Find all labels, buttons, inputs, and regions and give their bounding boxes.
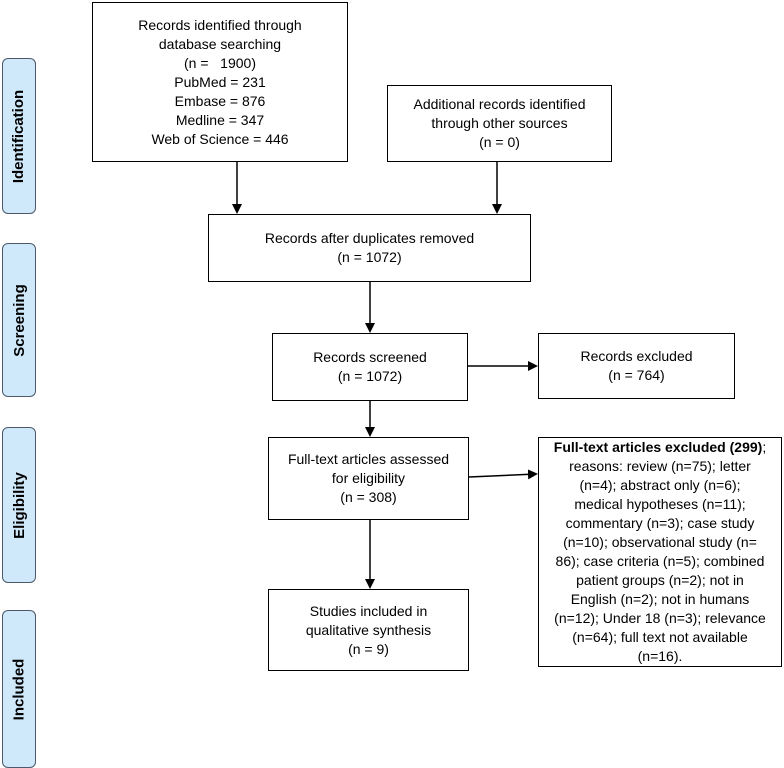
fulltext-assessed-box: Full-text articles assessed for eligibil… bbox=[268, 437, 469, 520]
fulltext-excluded-line: reasons: review (n=75); letter bbox=[569, 458, 751, 474]
arrow-fulltext-to-fulltext-excluded bbox=[468, 469, 538, 480]
phase-eligibility-label: Eligibility bbox=[10, 471, 28, 539]
database-line: Records identified through bbox=[138, 16, 302, 33]
database-line: Medline = 347 bbox=[175, 111, 265, 128]
fulltext-excluded-line: medical hypotheses (n=11); bbox=[574, 496, 746, 512]
database-line: Embase = 876 bbox=[174, 92, 266, 109]
database-search-box: Records identified through database sear… bbox=[92, 2, 348, 162]
records-excluded-line: (n = 764) bbox=[608, 367, 665, 383]
duplicates-removed-line: (n = 1072) bbox=[337, 249, 402, 265]
database-line: PubMed = 231 bbox=[174, 73, 266, 90]
other-sources-line: through other sources bbox=[431, 115, 568, 131]
phase-included-label: Included bbox=[10, 658, 28, 720]
other-sources-line: Additional records identified bbox=[413, 96, 586, 112]
fulltext-excluded-line: commentary (n=3); case study bbox=[565, 515, 755, 531]
fulltext-assessed-line: Full-text articles assessed bbox=[287, 451, 450, 467]
fulltext-excluded-line: (n=64); full text not available bbox=[572, 629, 748, 645]
phase-eligibility: Eligibility bbox=[2, 427, 36, 583]
fulltext-excluded-line: (n=4); abstract only (n=6); bbox=[579, 477, 741, 493]
duplicates-removed-line: Records after duplicates removed bbox=[264, 230, 475, 246]
phase-included: Included bbox=[2, 610, 36, 768]
records-screened-line: (n = 1072) bbox=[337, 368, 403, 384]
fulltext-excluded-line: (n=16). bbox=[637, 648, 683, 664]
studies-included-line: (n = 9) bbox=[348, 640, 389, 657]
duplicates-removed-box: Records after duplicates removed (n = 10… bbox=[208, 214, 531, 282]
fulltext-excluded-box: Full-text articles excluded (299); reaso… bbox=[538, 437, 782, 667]
database-line: Web of Science = 446 bbox=[151, 130, 289, 147]
fulltext-excluded-line: (n=10); observational study (n= bbox=[563, 534, 757, 550]
fulltext-excluded-line: patient groups (n=2); not in bbox=[576, 572, 744, 588]
fulltext-assessed-line: (n = 308) bbox=[340, 489, 397, 505]
phase-identification-label: Identification bbox=[10, 89, 28, 183]
studies-included-line: Studies included in bbox=[309, 602, 428, 619]
fulltext-excluded-line: 86); case criteria (n=5); combined bbox=[555, 553, 765, 569]
database-line: (n = 1900) bbox=[184, 54, 256, 71]
studies-included-line: qualitative synthesis bbox=[305, 621, 432, 638]
fulltext-excluded-line: (n=12); Under 18 (n=3); relevance bbox=[554, 610, 766, 626]
studies-included-box: Studies included in qualitative synthesi… bbox=[268, 589, 469, 671]
phase-screening: Screening bbox=[2, 243, 36, 397]
records-excluded-box: Records excluded (n = 764) bbox=[538, 333, 735, 399]
fulltext-excluded-heading-suffix: ; bbox=[762, 439, 767, 455]
phase-identification: Identification bbox=[2, 58, 36, 214]
database-line: database searching bbox=[158, 35, 282, 52]
phase-screening-label: Screening bbox=[10, 283, 28, 357]
other-sources-line: (n = 0) bbox=[479, 134, 520, 150]
fulltext-excluded-heading: Full-text articles excluded (299) bbox=[553, 439, 763, 455]
fulltext-assessed-line: for eligibility bbox=[331, 470, 406, 486]
records-screened-box: Records screened (n = 1072) bbox=[272, 333, 468, 401]
records-screened-line: Records screened bbox=[313, 349, 427, 365]
other-sources-box: Additional records identified through ot… bbox=[387, 85, 612, 162]
records-excluded-line: Records excluded bbox=[580, 348, 693, 364]
fulltext-excluded-line: English (n=2); not in humans bbox=[570, 591, 750, 607]
fulltext-excluded-heading-line: Full-text articles excluded (299); bbox=[541, 438, 779, 457]
